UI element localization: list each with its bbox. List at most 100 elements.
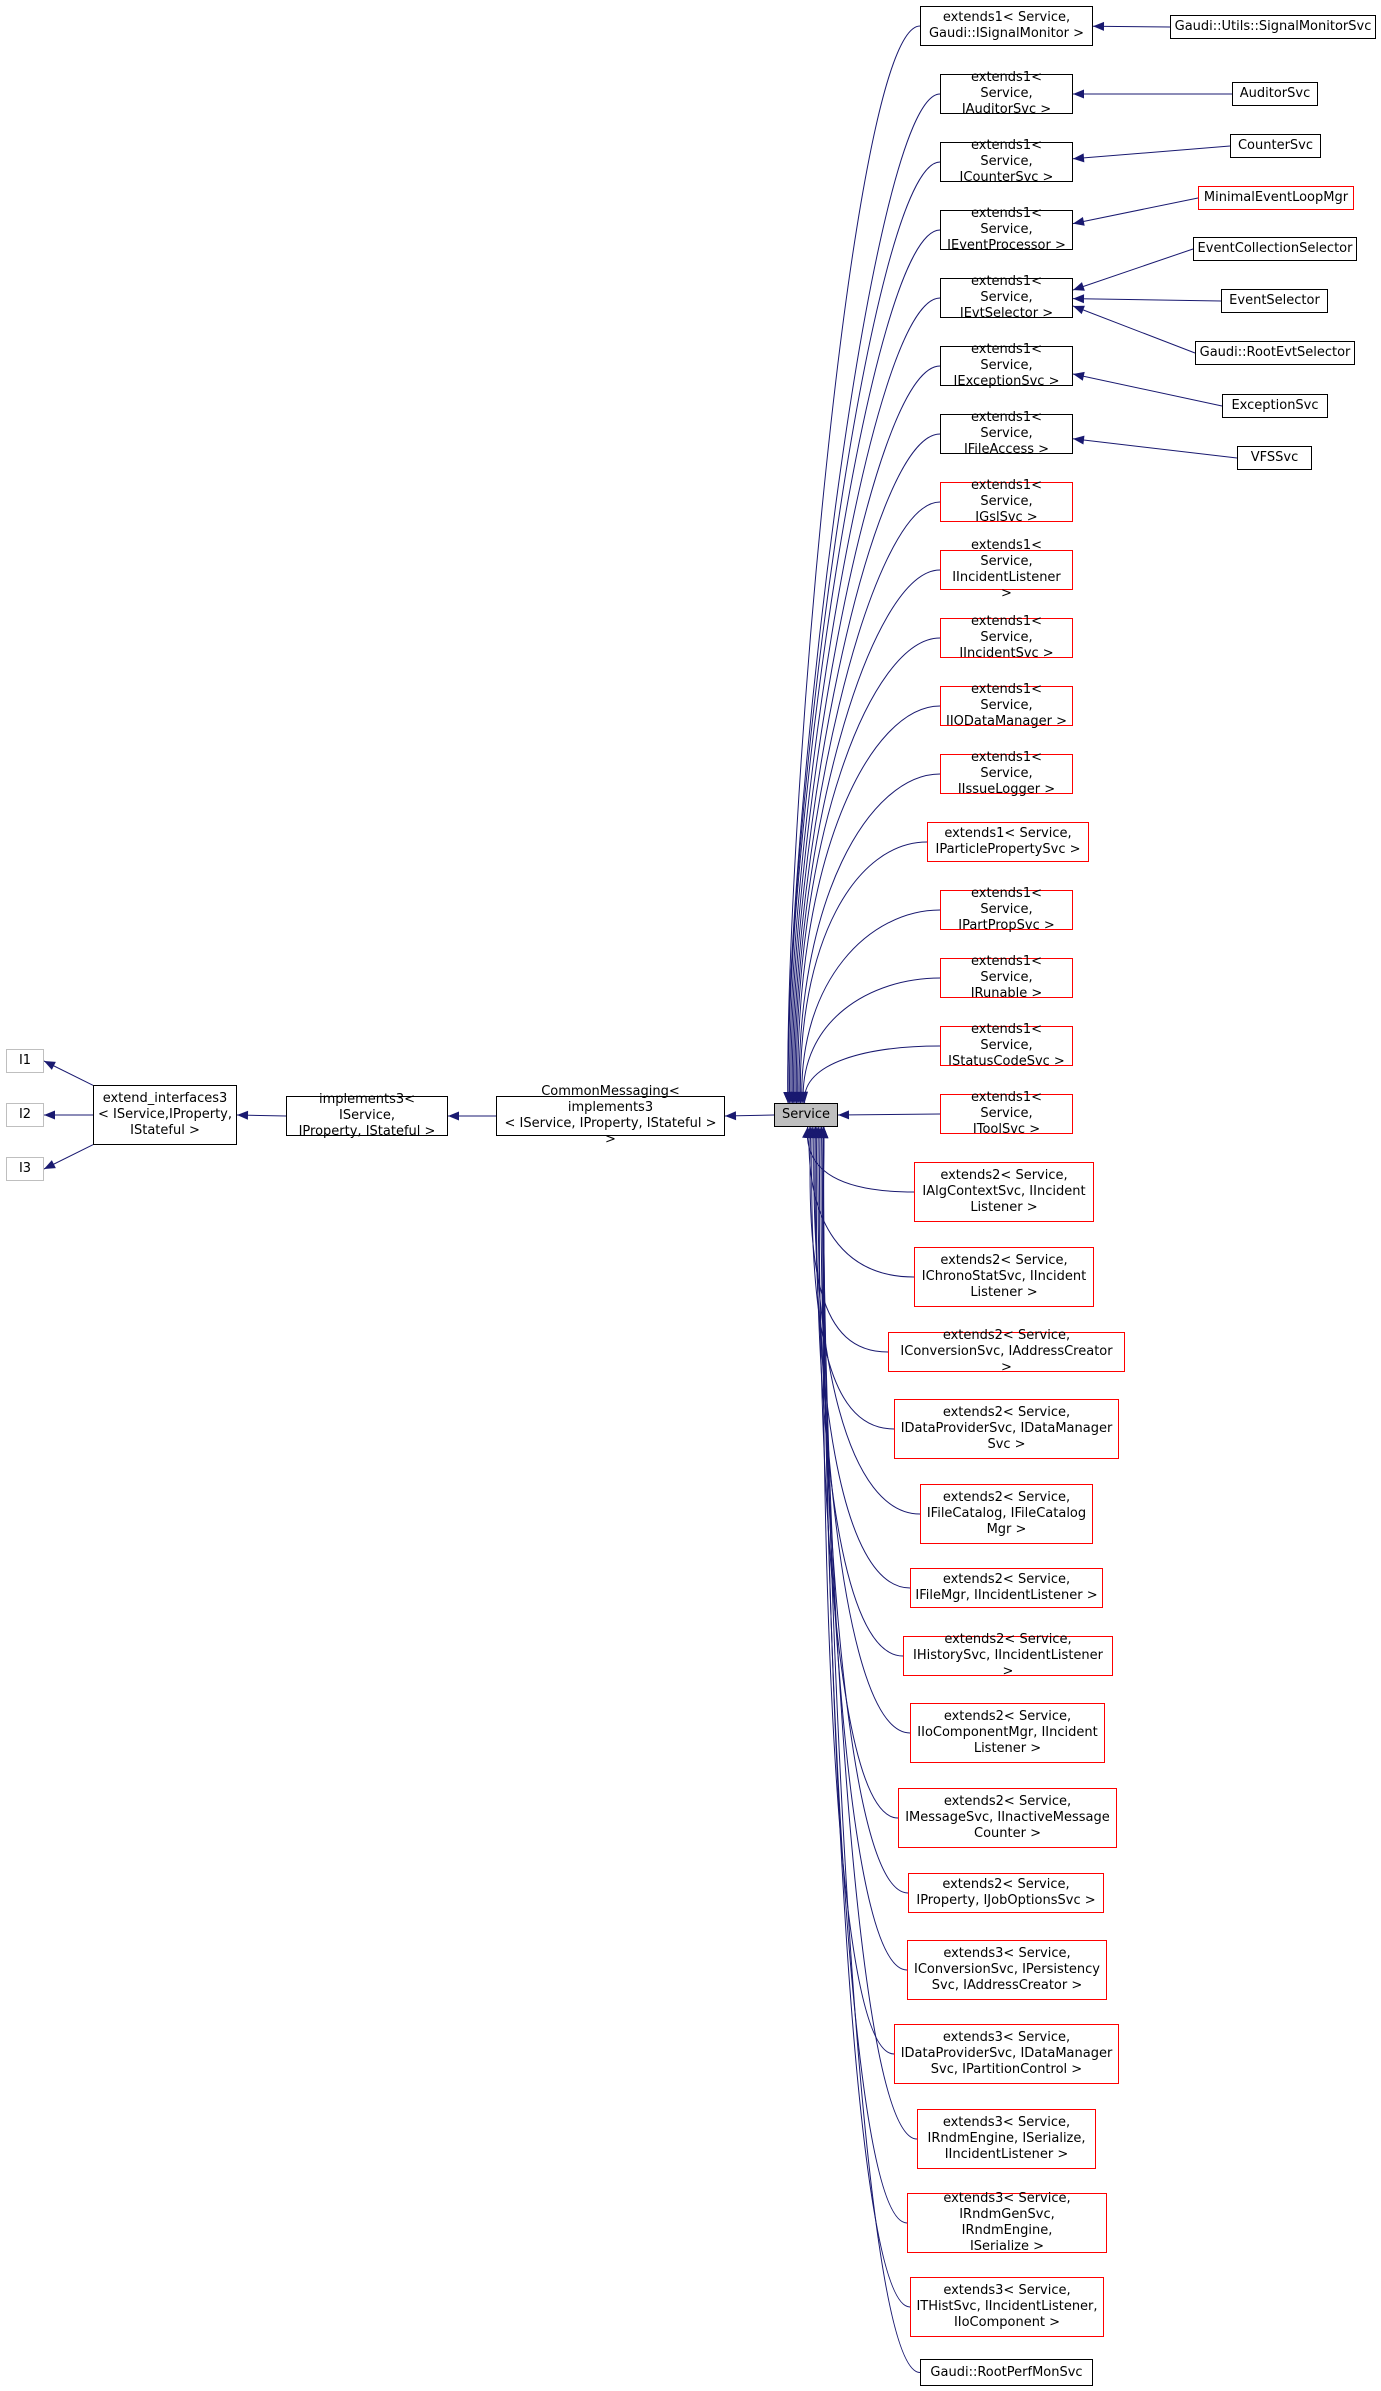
node-label: extends1< Service, IEvtSelector >: [959, 274, 1054, 321]
edge-extends2-alg-context-svc: [806, 1126, 915, 1193]
node-counter-svc[interactable]: CounterSvc: [1230, 134, 1321, 158]
node-extends3-data-provider-svc[interactable]: extends3< Service, IDataProviderSvc, IDa…: [894, 2024, 1119, 2084]
node-vfs-svc[interactable]: VFSSvc: [1237, 446, 1312, 470]
node-label: Gaudi::RootPerfMonSvc: [930, 2364, 1083, 2380]
node-extends1-incident-listener[interactable]: extends1< Service, IIncidentListener >: [940, 538, 1073, 601]
node-extends1-tool-svc[interactable]: extends1< Service, IToolSvc >: [940, 1090, 1073, 1137]
node-label: extends3< Service, IRndmEngine, ISeriali…: [927, 2115, 1086, 2162]
arrowhead-common-messaging: [725, 1111, 737, 1121]
edge-extends1-file-access: [791, 433, 941, 1104]
node-extends1-particle-property-svc[interactable]: extends1< Service, IParticlePropertySvc …: [927, 822, 1089, 862]
arrowhead-i1: [44, 1061, 56, 1070]
edge-event-collection-selector: [1072, 248, 1194, 291]
arrowhead-service-extends1-status-code-svc: [799, 1091, 809, 1103]
node-extends1-file-access[interactable]: extends1< Service, IFileAccess >: [940, 410, 1073, 457]
node-label: extends1< Service, IGslSvc >: [971, 478, 1042, 525]
node-label: MinimalEventLoopMgr: [1203, 190, 1349, 205]
edge-extends1-runable: [802, 977, 941, 1104]
node-label: extends1< Service, IIncidentListener >: [952, 538, 1061, 601]
edge-counter-svc: [1072, 145, 1231, 160]
node-extends1-event-processor[interactable]: extends1< Service, IEventProcessor >: [940, 206, 1073, 253]
node-extends1-status-code-svc[interactable]: extends1< Service, IStatusCodeSvc >: [940, 1022, 1073, 1069]
node-extends2-io-component-mgr[interactable]: extends2< Service, IIoComponentMgr, IInc…: [910, 1703, 1105, 1763]
edge-extends1-tool-svc: [837, 1113, 941, 1116]
node-extends2-file-catalog[interactable]: extends2< Service, IFileCatalog, IFileCa…: [920, 1484, 1093, 1544]
node-label: extends1< Service, IAuditorSvc >: [961, 70, 1052, 117]
node-service: Service: [774, 1103, 838, 1127]
node-extends1-part-prop-svc[interactable]: extends1< Service, IPartPropSvc >: [940, 886, 1073, 933]
node-exception-svc[interactable]: ExceptionSvc: [1222, 394, 1328, 418]
edge-extends1-incident-svc: [795, 637, 941, 1104]
node-extends1-issue-logger[interactable]: extends1< Service, IIssueLogger >: [940, 750, 1073, 797]
node-extends2-data-provider-svc[interactable]: extends2< Service, IDataProviderSvc, IDa…: [894, 1399, 1119, 1459]
node-extends2-history-svc[interactable]: extends2< Service, IHistorySvc, IInciden…: [903, 1632, 1113, 1679]
node-label: extend_interfaces3 < IService,IProperty,…: [98, 1091, 233, 1138]
node-label: extends1< Service, IToolSvc >: [971, 1090, 1042, 1137]
node-label: extends2< Service, IChronoStatSvc, IInci…: [921, 1253, 1087, 1300]
node-label: extends2< Service, IHistorySvc, IInciden…: [913, 1632, 1103, 1679]
node-extends3-rndm-engine[interactable]: extends3< Service, IRndmEngine, ISeriali…: [917, 2109, 1096, 2169]
node-extends3-rndm-gen-svc[interactable]: extends3< Service, IRndmGenSvc, IRndmEng…: [907, 2191, 1107, 2254]
node-minimal-event-loop-mgr[interactable]: MinimalEventLoopMgr: [1198, 186, 1354, 210]
node-label: VFSSvc: [1250, 450, 1299, 465]
node-label: extends2< Service, IFileMgr, IIncidentLi…: [915, 1572, 1098, 1603]
node-extends1-signal-monitor[interactable]: extends1< Service, Gaudi::ISignalMonitor…: [920, 6, 1093, 46]
node-label: extends2< Service, IFileCatalog, IFileCa…: [926, 1490, 1087, 1537]
edge-extends2-file-catalog: [813, 1126, 921, 1515]
node-extends2-file-mgr[interactable]: extends2< Service, IFileMgr, IIncidentLi…: [910, 1568, 1103, 1608]
node-extends1-gsl-svc[interactable]: extends1< Service, IGslSvc >: [940, 478, 1073, 525]
node-i3[interactable]: I3: [6, 1157, 44, 1181]
node-extends2-chrono-stat-svc[interactable]: extends2< Service, IChronoStatSvc, IInci…: [914, 1247, 1094, 1307]
node-extends2-alg-context-svc[interactable]: extends2< Service, IAlgContextSvc, IInci…: [914, 1162, 1094, 1222]
node-signal-monitor-svc[interactable]: Gaudi::Utils::SignalMonitorSvc: [1170, 15, 1376, 39]
node-label: extends1< Service, IEventProcessor >: [947, 206, 1066, 253]
node-extends2-property[interactable]: extends2< Service, IProperty, IJobOption…: [908, 1873, 1104, 1913]
node-common-messaging[interactable]: CommonMessaging< implements3 < IService,…: [496, 1084, 725, 1147]
edge-extends3-data-provider-svc: [822, 1126, 895, 2055]
edge-extends1-io-data-manager: [797, 705, 941, 1104]
node-extends3-conversion-svc[interactable]: extends3< Service, IConversionSvc, IPers…: [907, 1940, 1107, 2000]
node-extends1-auditor-svc[interactable]: extends1< Service, IAuditorSvc >: [940, 70, 1073, 117]
node-extends1-runable[interactable]: extends1< Service, IRunable >: [940, 954, 1073, 1001]
node-i1[interactable]: I1: [6, 1049, 44, 1073]
node-implements3[interactable]: implements3< IService, IProperty, IState…: [286, 1092, 448, 1139]
node-event-selector[interactable]: EventSelector: [1221, 289, 1328, 313]
node-extends1-counter-svc[interactable]: extends1< Service, ICounterSvc >: [940, 138, 1073, 185]
arrowhead-event-selector: [1073, 294, 1085, 304]
edge-extends1-event-processor: [787, 229, 941, 1104]
node-label: extends3< Service, ITHistSvc, IIncidentL…: [916, 2283, 1098, 2330]
arrowhead-service-root-perf-mon-svc: [819, 1127, 829, 1139]
node-label: extends2< Service, IConversionSvc, IAddr…: [900, 1328, 1113, 1375]
node-label: extends1< Service, IIODataManager >: [946, 682, 1067, 729]
node-extends2-conversion-svc[interactable]: extends2< Service, IConversionSvc, IAddr…: [888, 1328, 1125, 1375]
node-extends3-thist-svc[interactable]: extends3< Service, ITHistSvc, IIncidentL…: [910, 2277, 1104, 2337]
node-extends1-evt-selector[interactable]: extends1< Service, IEvtSelector >: [940, 274, 1073, 321]
node-label: extends2< Service, IAlgContextSvc, IInci…: [922, 1168, 1086, 1215]
node-extends2-message-svc[interactable]: extends2< Service, IMessageSvc, IInactiv…: [898, 1788, 1117, 1848]
node-extends1-io-data-manager[interactable]: extends1< Service, IIODataManager >: [940, 682, 1073, 729]
node-event-collection-selector[interactable]: EventCollectionSelector: [1193, 237, 1357, 261]
edge-root-perf-mon-svc: [823, 1126, 921, 2373]
edge-extends1-part-prop-svc: [801, 909, 941, 1104]
node-label: extends1< Service, IIssueLogger >: [957, 750, 1056, 797]
node-root-evt-selector[interactable]: Gaudi::RootEvtSelector: [1195, 341, 1355, 365]
node-label: extends1< Service, IParticlePropertySvc …: [935, 826, 1081, 857]
node-label: extends1< Service, ICounterSvc >: [959, 138, 1054, 185]
node-label: extends2< Service, IProperty, IJobOption…: [916, 1877, 1096, 1908]
edge-extends1-gsl-svc: [793, 501, 941, 1104]
node-i2[interactable]: I2: [6, 1103, 44, 1127]
node-label: ExceptionSvc: [1231, 398, 1319, 413]
node-root-perf-mon-svc[interactable]: Gaudi::RootPerfMonSvc: [920, 2359, 1093, 2386]
node-label: extends2< Service, IIoComponentMgr, IInc…: [917, 1709, 1098, 1756]
node-label: extends1< Service, IExceptionSvc >: [953, 342, 1060, 389]
node-extends1-exception-svc[interactable]: extends1< Service, IExceptionSvc >: [940, 342, 1073, 389]
edge-exception-svc: [1072, 373, 1223, 407]
node-extend-interfaces3[interactable]: extend_interfaces3 < IService,IProperty,…: [93, 1085, 237, 1145]
node-label: extends2< Service, IMessageSvc, IInactiv…: [905, 1794, 1110, 1841]
node-label: extends1< Service, IFileAccess >: [963, 410, 1050, 457]
edge-vfs-svc: [1072, 438, 1238, 459]
arrowhead-root-evt-selector: [1073, 305, 1085, 315]
node-auditor-svc[interactable]: AuditorSvc: [1232, 82, 1318, 106]
node-extends1-incident-svc[interactable]: extends1< Service, IIncidentSvc >: [940, 614, 1073, 661]
